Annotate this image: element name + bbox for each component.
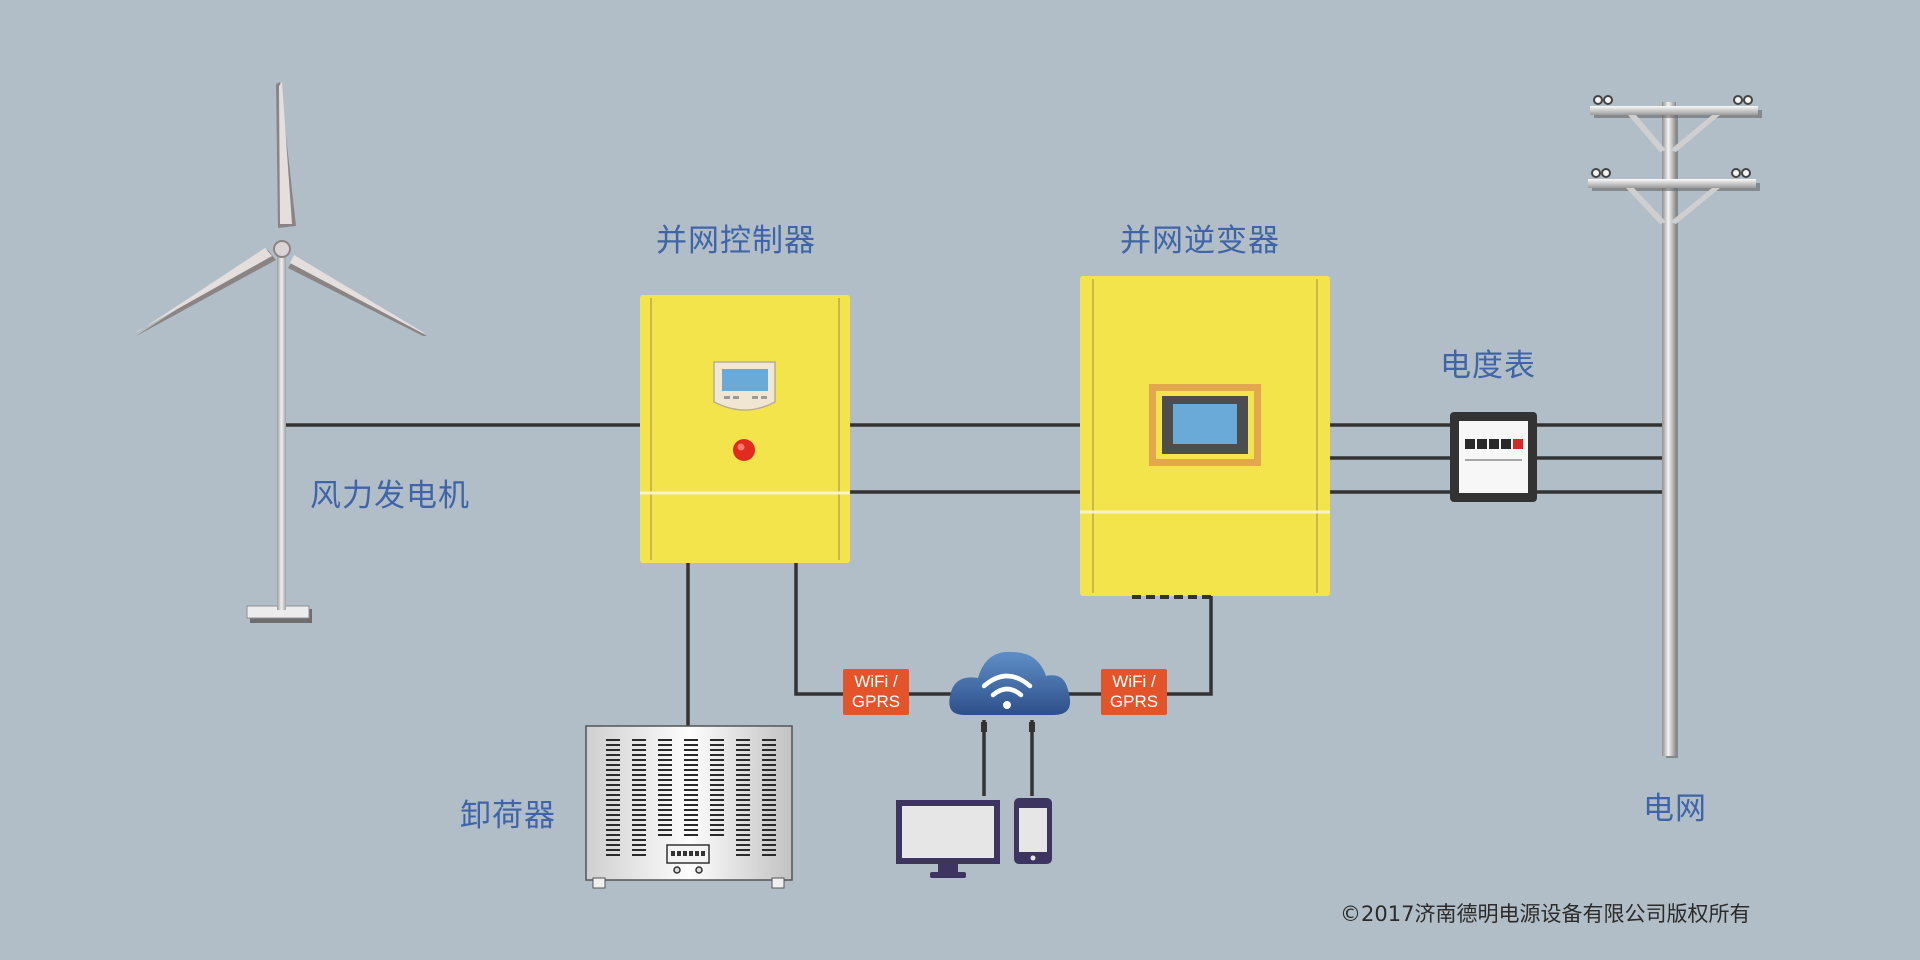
smartphone-icon	[1014, 798, 1052, 864]
label-energy-meter: 电度表	[1440, 348, 1536, 384]
wifi-gprs-tag-left: WiFi / GPRS	[843, 669, 909, 715]
copyright-notice: ©2017济南德明电源设备有限公司版权所有	[1340, 902, 1751, 926]
utility-pole-icon	[1588, 95, 1762, 758]
label-dump-load: 卸荷器	[460, 798, 556, 834]
label-wind-turbine: 风力发电机	[310, 478, 470, 514]
wifi-tag-line2: GPRS	[1109, 692, 1159, 711]
wifi-tag-line1: WiFi /	[854, 672, 898, 691]
wifi-tag-line1: WiFi /	[1112, 672, 1156, 691]
wiring	[284, 423, 1665, 796]
dump-load-unit	[585, 725, 793, 889]
energy-meter-icon	[1450, 412, 1537, 502]
dump-load-vents	[606, 739, 776, 856]
wifi-gprs-tag-right: WiFi / GPRS	[1101, 669, 1167, 715]
grid-inverter-unit	[1080, 276, 1330, 599]
wind-turbine-icon	[136, 82, 427, 623]
cloud-wifi-icon	[949, 651, 1071, 732]
label-grid-controller: 并网控制器	[656, 223, 816, 259]
grid-controller-unit	[640, 295, 850, 563]
desktop-monitor-icon	[896, 800, 1000, 878]
wifi-tag-line2: GPRS	[851, 692, 901, 711]
label-grid-inverter: 并网逆变器	[1120, 223, 1280, 259]
label-power-grid: 电网	[1643, 791, 1707, 827]
